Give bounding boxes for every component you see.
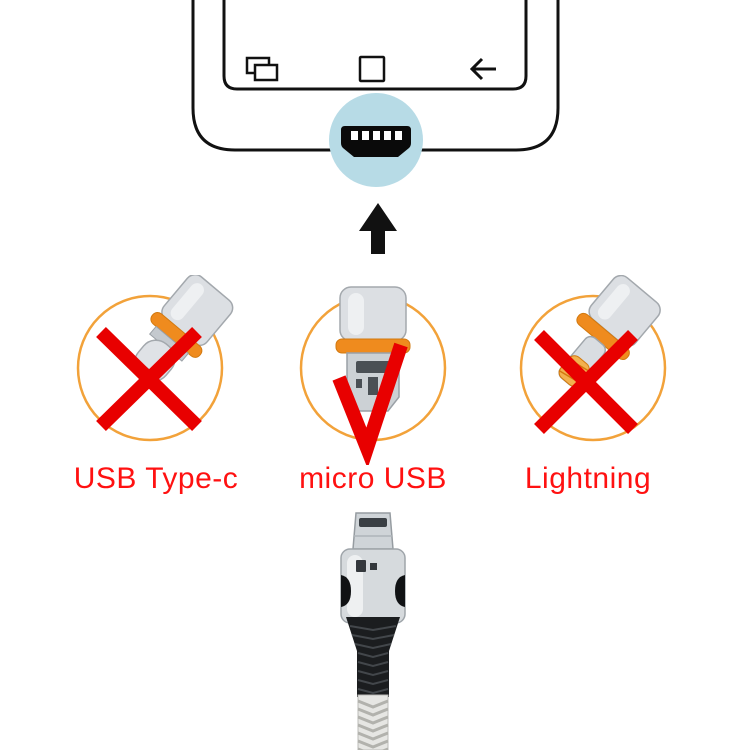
label-micro-usb: micro USB [299, 462, 447, 495]
check-mark-icon [332, 342, 408, 465]
micro-usb-connector [335, 286, 411, 412]
micro-usb-cable-connector [340, 512, 406, 750]
circle-usb-type-c [76, 294, 224, 442]
cable-strain-relief [346, 617, 400, 697]
phone-bottom-illustration [191, 0, 560, 254]
connector-comparison [76, 275, 667, 465]
circle-lightning [519, 294, 667, 442]
braided-cable [357, 694, 389, 750]
x-mark-icon [96, 326, 202, 432]
cable-connector-body [340, 548, 406, 624]
label-usb-type-c: USB Type-c [73, 462, 239, 495]
home-icon [358, 55, 386, 83]
back-arrow-icon [469, 57, 496, 81]
cable-metal-tip [352, 512, 394, 550]
up-arrow-icon [359, 203, 397, 254]
label-lightning: Lightning [524, 462, 652, 495]
lightning-connector [558, 275, 661, 387]
phone-screen-outline [222, 0, 528, 91]
x-mark-icon [534, 330, 638, 434]
micro-usb-port-icon [341, 126, 411, 157]
recent-apps-icon [245, 56, 279, 82]
